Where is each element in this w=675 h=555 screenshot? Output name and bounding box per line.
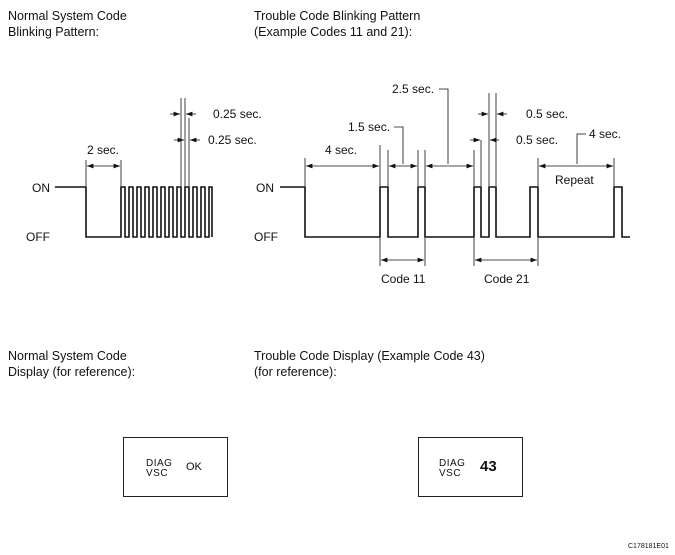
normal-pattern-heading: Normal System Code Blinking Pattern: bbox=[8, 8, 127, 40]
normal-display-line1: DIAG bbox=[146, 458, 173, 469]
normal-pattern-heading-line1: Normal System Code bbox=[8, 9, 127, 23]
trouble-display-label: DIAG VSC bbox=[439, 459, 465, 479]
normal-display-heading-line1: Normal System Code bbox=[8, 349, 127, 363]
trouble-display-value: 43 bbox=[480, 458, 497, 475]
trouble-display-heading: Trouble Code Display (Example Code 43) (… bbox=[254, 348, 485, 380]
normal-display-line2: VSC bbox=[146, 468, 169, 479]
one-half-sec-leader bbox=[394, 126, 404, 164]
four-sec-b-label: 4 sec. bbox=[589, 127, 621, 141]
right-on-label: ON bbox=[256, 181, 274, 195]
quarter-sec-b-label: 0.25 sec. bbox=[208, 133, 257, 147]
figure-id: C178181E01 bbox=[628, 543, 669, 550]
trouble-display-line1: DIAG bbox=[439, 458, 466, 469]
normal-display-value: OK bbox=[186, 461, 202, 473]
one-half-sec-label: 1.5 sec. bbox=[348, 120, 390, 134]
normal-display-heading-line2: Display (for reference): bbox=[8, 365, 136, 379]
normal-display-heading: Normal System Code Display (for referenc… bbox=[8, 348, 135, 380]
half-sec-b-label: 0.5 sec. bbox=[516, 133, 558, 147]
normal-display-label: DIAG VSC bbox=[146, 459, 172, 479]
normal-pattern-heading-line2: Blinking Pattern: bbox=[8, 25, 100, 39]
trouble-pattern-waveform bbox=[280, 186, 630, 238]
four-sec-b-leader bbox=[576, 133, 586, 164]
quarter-sec-a-label: 0.25 sec. bbox=[213, 107, 262, 121]
trouble-display-box: DIAG VSC 43 bbox=[418, 437, 523, 497]
half-sec-a-label: 0.5 sec. bbox=[526, 107, 568, 121]
trouble-display-heading-line1: Trouble Code Display (Example Code 43) bbox=[254, 349, 485, 363]
trouble-display-line2: VSC bbox=[439, 468, 462, 479]
trouble-display-heading-line2: (for reference): bbox=[254, 365, 337, 379]
two-sec-label: 2 sec. bbox=[87, 143, 119, 157]
trouble-pattern-heading-line1: Trouble Code Blinking Pattern bbox=[254, 9, 421, 23]
four-sec-label: 4 sec. bbox=[325, 143, 357, 157]
trouble-pattern-heading: Trouble Code Blinking Pattern (Example C… bbox=[254, 8, 420, 40]
trouble-pattern-heading-line2: (Example Codes 11 and 21): bbox=[254, 25, 413, 39]
code11-label: Code 11 bbox=[381, 272, 426, 286]
code21-label: Code 21 bbox=[484, 272, 530, 286]
normal-display-box: DIAG VSC OK bbox=[123, 437, 228, 497]
left-on-label: ON bbox=[32, 181, 50, 195]
normal-pattern-waveform bbox=[55, 186, 213, 238]
left-off-label: OFF bbox=[26, 230, 50, 244]
right-off-label: OFF bbox=[254, 230, 278, 244]
two-half-sec-label: 2.5 sec. bbox=[392, 82, 434, 96]
repeat-label: Repeat bbox=[555, 173, 594, 187]
two-half-sec-leader bbox=[439, 88, 449, 164]
